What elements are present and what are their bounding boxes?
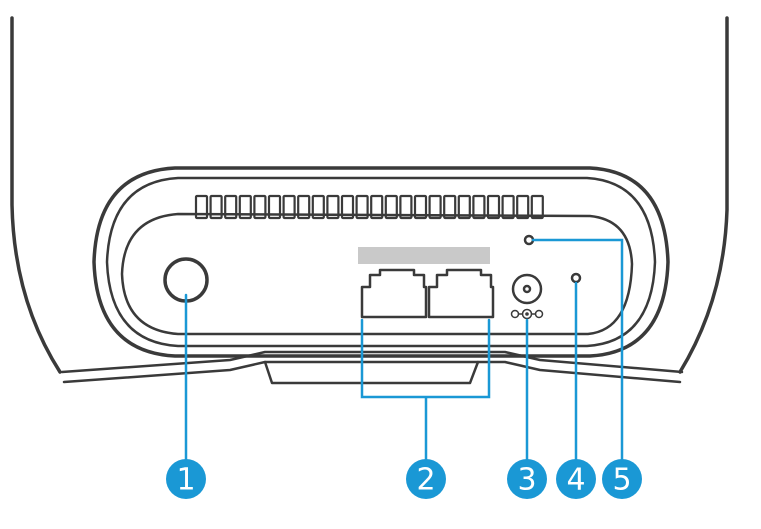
callout-number-2: 2	[416, 463, 435, 498]
vent-slot	[501, 194, 515, 220]
reset-pinhole	[570, 272, 582, 284]
callout-number-5: 5	[612, 463, 631, 498]
callout-badge-4: 4	[556, 459, 596, 499]
vent-slot	[443, 194, 457, 220]
vent-slot	[209, 194, 223, 220]
vent-slot	[472, 194, 486, 220]
callout-number-4: 4	[566, 463, 585, 498]
callout-line-5	[531, 238, 624, 464]
vent-slot	[194, 194, 209, 220]
vent-slot	[384, 194, 398, 220]
callout-line-2	[360, 318, 491, 464]
callout-badge-3: 3	[507, 459, 547, 499]
ethernet-port-right	[427, 268, 495, 319]
callout-badge-2: 2	[406, 459, 446, 499]
vent-slot	[297, 194, 311, 220]
vent-slot	[355, 194, 369, 220]
vent-slot	[311, 194, 325, 220]
dc-power-connector	[510, 273, 544, 320]
callout-badge-5: 5	[602, 459, 642, 499]
vent-slot	[253, 194, 267, 220]
vent-slot	[413, 194, 428, 220]
vent-slot	[428, 194, 442, 220]
callout-badge-1: 1	[166, 459, 206, 499]
vent-slot	[340, 194, 355, 220]
router-body	[10, 16, 729, 385]
vent-slot	[530, 194, 544, 220]
vent-slot	[370, 194, 384, 220]
callout-lines	[184, 238, 624, 464]
vent-slot	[238, 194, 252, 220]
ethernet-ports	[360, 268, 495, 319]
vent-slot	[486, 194, 501, 220]
vent-slot	[399, 194, 413, 220]
rear-panel	[92, 166, 670, 358]
vent-slot	[516, 194, 530, 220]
vent-slot	[326, 194, 340, 220]
vent-slot	[457, 194, 471, 220]
vent-slot	[282, 194, 296, 220]
port-label-plate	[358, 247, 490, 264]
callout-number-3: 3	[517, 463, 536, 498]
vent-slots	[194, 194, 544, 220]
dc-polarity-symbol	[510, 308, 544, 320]
callout-number-1: 1	[176, 463, 195, 498]
vent-slot	[224, 194, 238, 220]
vent-slot	[267, 194, 282, 220]
ethernet-port-left	[360, 268, 428, 319]
